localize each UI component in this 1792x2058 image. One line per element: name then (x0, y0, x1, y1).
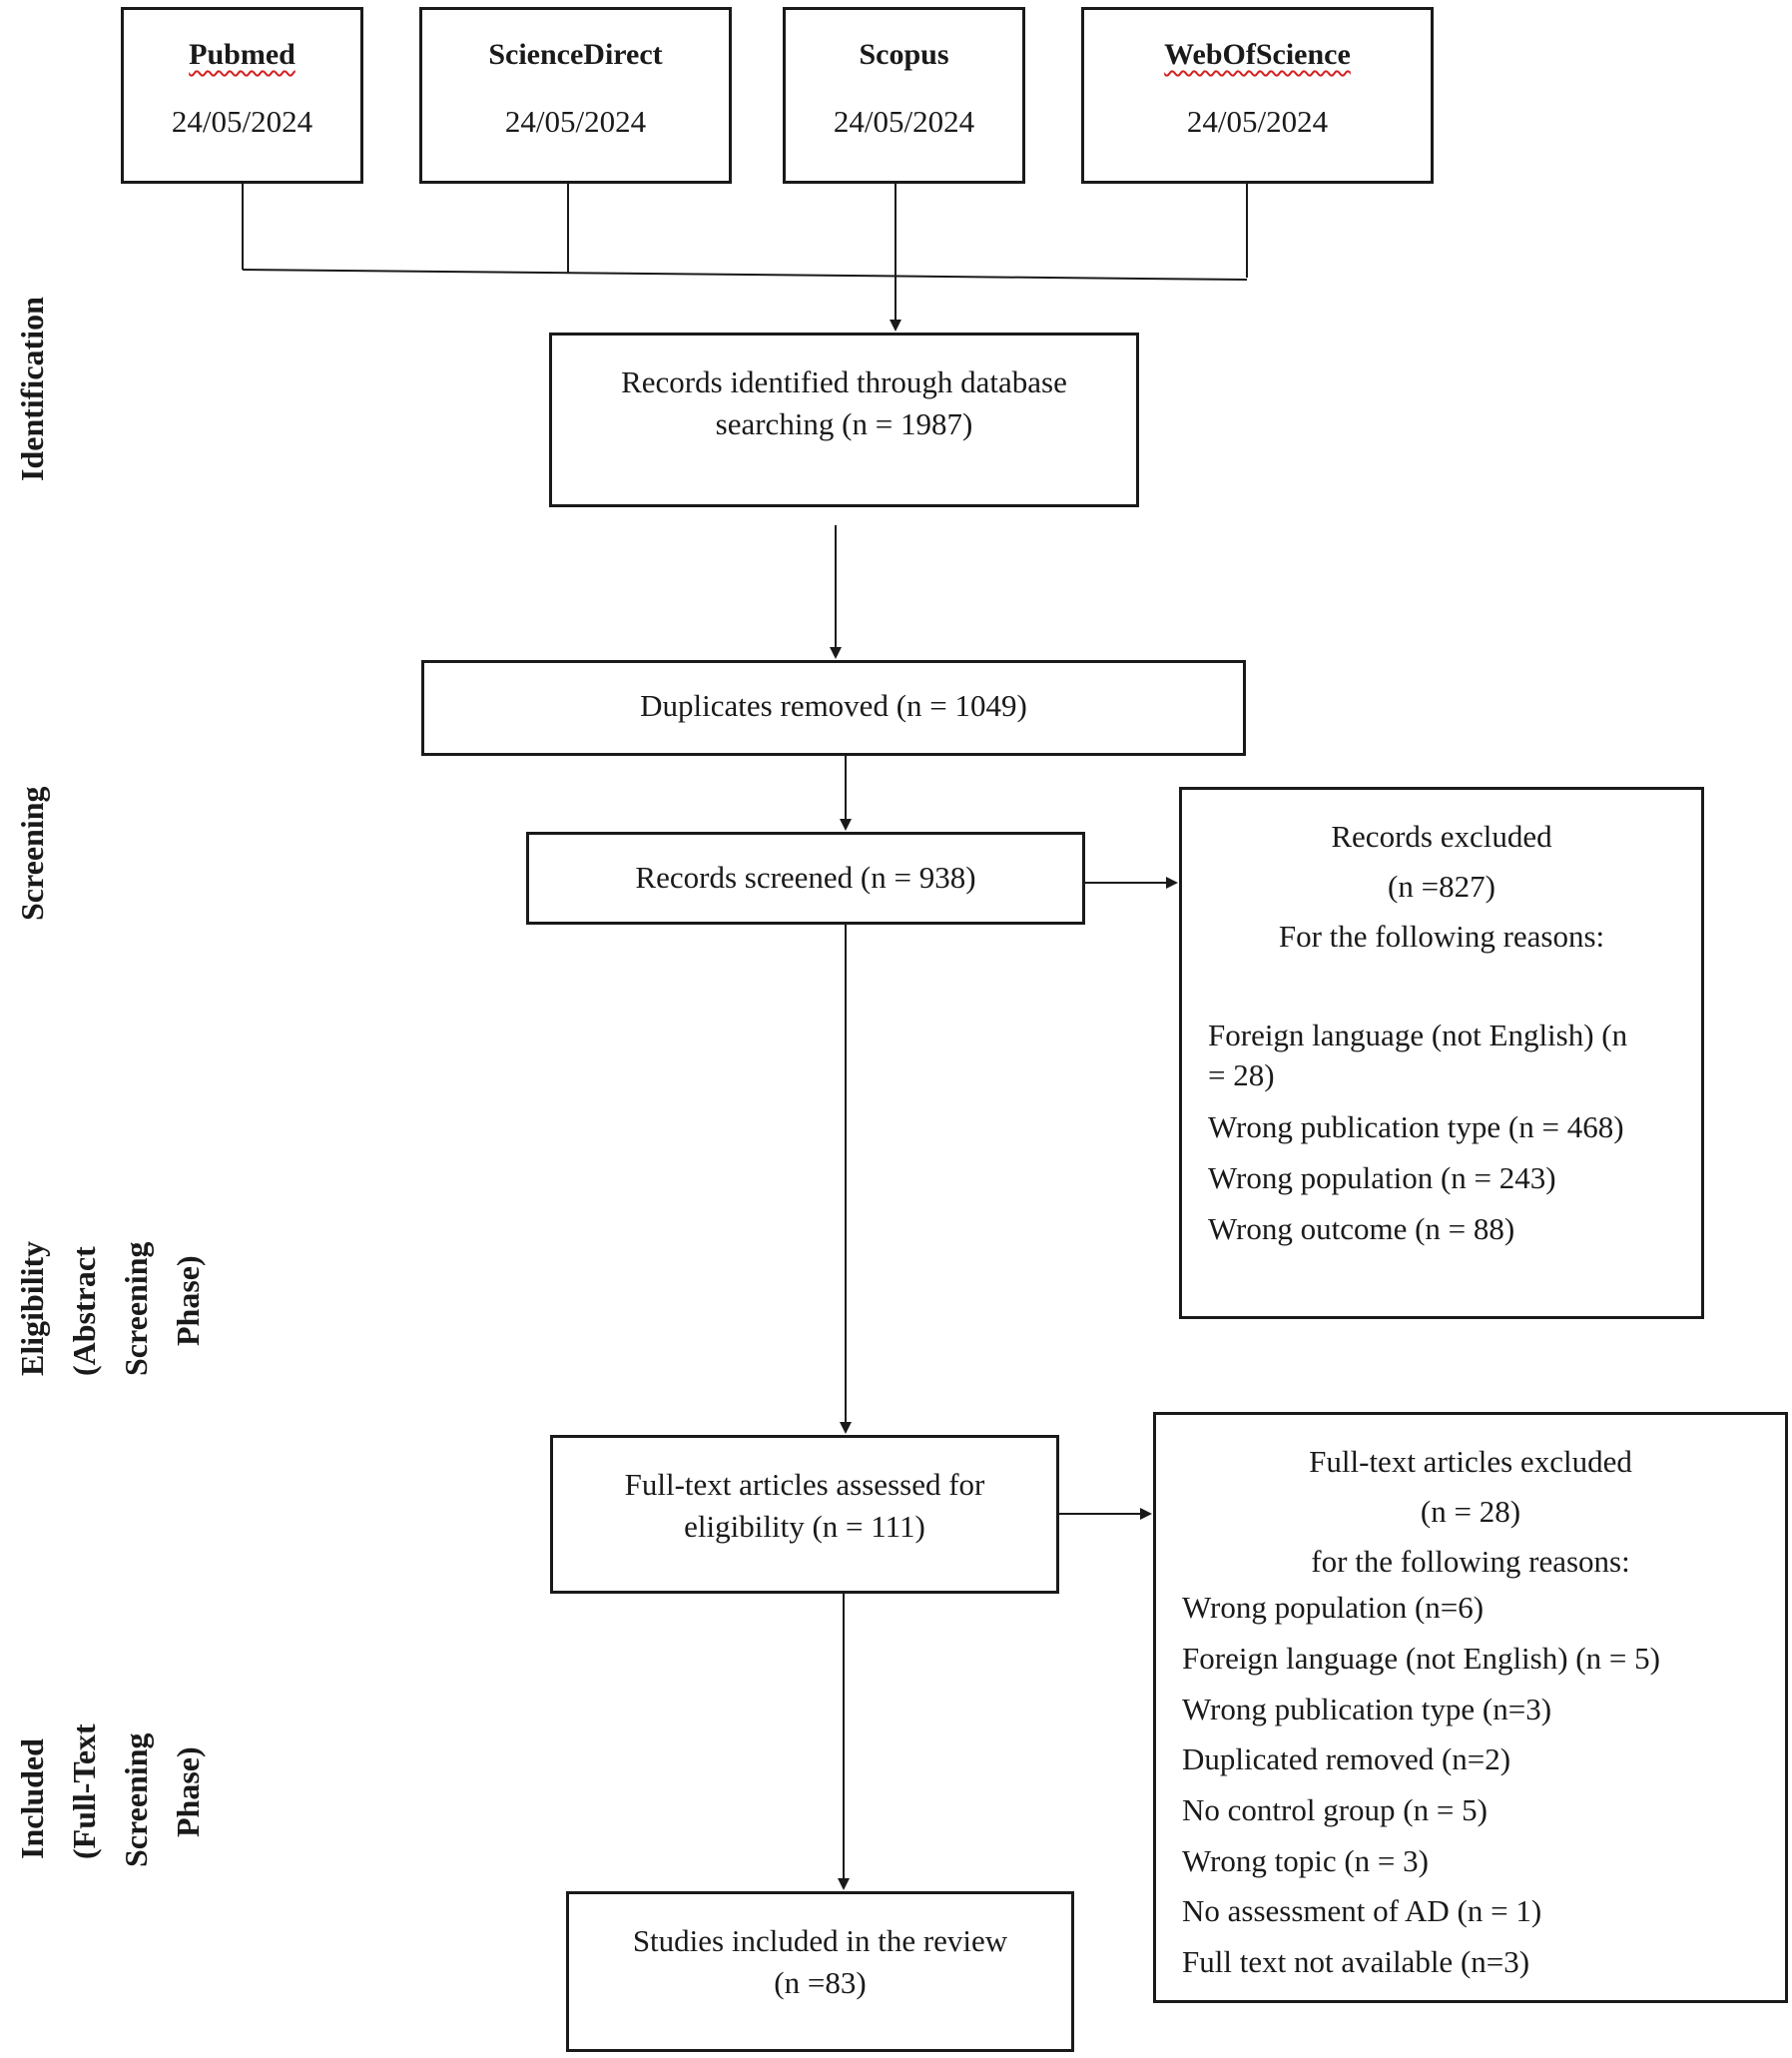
fulltext-excluded-subtitle: for the following reasons: (1311, 1544, 1630, 1579)
list-item: Duplicated removed (n=2) (1182, 1741, 1511, 1776)
records-identified-line-1: Records identified through database (621, 364, 1067, 399)
phase-identification: Identification (14, 297, 50, 481)
list-item: Full text not available (n=3) (1182, 1944, 1530, 1979)
list-item: Wrong topic (n = 3) (1182, 1843, 1429, 1878)
database-name: ScienceDirect (488, 38, 663, 71)
fulltext-excluded-title: Full-text articles excluded (1309, 1444, 1632, 1479)
records-excluded-count: (n =827) (1388, 869, 1495, 904)
list-item: No control group (n = 5) (1182, 1792, 1488, 1827)
list-item: Wrong outcome (n = 88) (1208, 1211, 1515, 1246)
list-item: Wrong publication type (n=3) (1182, 1692, 1552, 1726)
records-screened-box: Records screened (n = 938) (526, 832, 1085, 925)
duplicates-removed-box: Duplicates removed (n = 1049) (421, 660, 1246, 756)
studies-included-line-1: Studies included in the review (632, 1923, 1008, 1958)
database-date: 24/05/2024 (504, 104, 647, 139)
records-screened-label: Records screened (n = 938) (635, 860, 976, 895)
fulltext-excluded-count: (n = 28) (1420, 1494, 1521, 1529)
database-box-sciencedirect: ScienceDirect 24/05/2024 (419, 7, 732, 184)
list-item: Foreign language (not English) (n (1208, 1018, 1628, 1052)
list-item: Foreign language (not English) (n = 5) (1182, 1641, 1660, 1676)
records-identified-box: Records identified through database sear… (549, 333, 1139, 507)
database-name: Pubmed (189, 38, 296, 71)
list-item: Wrong population (n=6) (1182, 1590, 1485, 1625)
records-identified-line-2: searching (n = 1987) (715, 406, 973, 441)
database-date: 24/05/2024 (171, 104, 313, 139)
list-item: No assessment of AD (n = 1) (1182, 1893, 1542, 1928)
database-box-webofscience: WebOfScience 24/05/2024 (1081, 7, 1434, 184)
fulltext-assessed-line-2: eligibility (n = 111) (684, 1509, 925, 1544)
fulltext-assessed-box: Full-text articles assessed for eligibil… (550, 1435, 1059, 1594)
records-excluded-subtitle: For the following reasons: (1278, 919, 1605, 954)
records-excluded-box: Records excluded (n =827) For the follow… (1179, 787, 1704, 1319)
studies-included-line-2: (n =83) (774, 1965, 867, 2000)
studies-included-box: Studies included in the review (n =83) (566, 1891, 1074, 2052)
list-item: Wrong population (n = 243) (1208, 1160, 1556, 1195)
database-box-scopus: Scopus 24/05/2024 (783, 7, 1025, 184)
fulltext-assessed-line-1: Full-text articles assessed for (624, 1467, 985, 1502)
duplicates-removed-label: Duplicates removed (n = 1049) (640, 688, 1027, 723)
records-excluded-title: Records excluded (1331, 819, 1552, 854)
database-name: Scopus (859, 38, 949, 71)
list-item: Wrong publication type (n = 468) (1208, 1109, 1624, 1144)
list-item: = 28) (1208, 1057, 1275, 1092)
database-name: WebOfScience (1164, 38, 1351, 71)
line-merge (242, 269, 1248, 281)
fulltext-excluded-box: Full-text articles excluded (n = 28) for… (1153, 1412, 1788, 2003)
database-box-pubmed: Pubmed 24/05/2024 (121, 7, 363, 184)
database-date: 24/05/2024 (1186, 104, 1329, 139)
database-date: 24/05/2024 (833, 104, 975, 139)
phase-screening: Screening (14, 786, 50, 921)
